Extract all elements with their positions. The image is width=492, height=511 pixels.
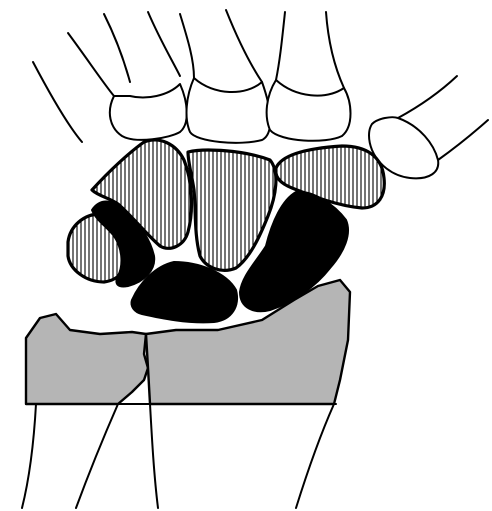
metacarpal-base-2 [110, 84, 187, 140]
finger-line-10 [438, 120, 488, 160]
finger-line-3 [104, 14, 130, 82]
metacarpal-base-3 [187, 78, 271, 143]
finger-line-1 [33, 62, 82, 142]
finger-line-9 [398, 76, 457, 118]
ulna-shaft-left [22, 404, 36, 508]
ulna-shaft-right [76, 404, 118, 508]
finger-line-4 [148, 12, 180, 76]
finger-line-5 [180, 14, 194, 78]
forearm-shafts [22, 404, 334, 508]
ulna-head-gray [26, 314, 148, 404]
radius-shaft-left [150, 404, 158, 508]
finger-line-7 [276, 12, 285, 80]
finger-line-8 [326, 12, 344, 88]
radius-shaft-right [296, 404, 334, 508]
metacarpal-base-4 [267, 80, 351, 141]
finger-line-6 [226, 10, 262, 82]
finger-line-2 [68, 33, 114, 96]
